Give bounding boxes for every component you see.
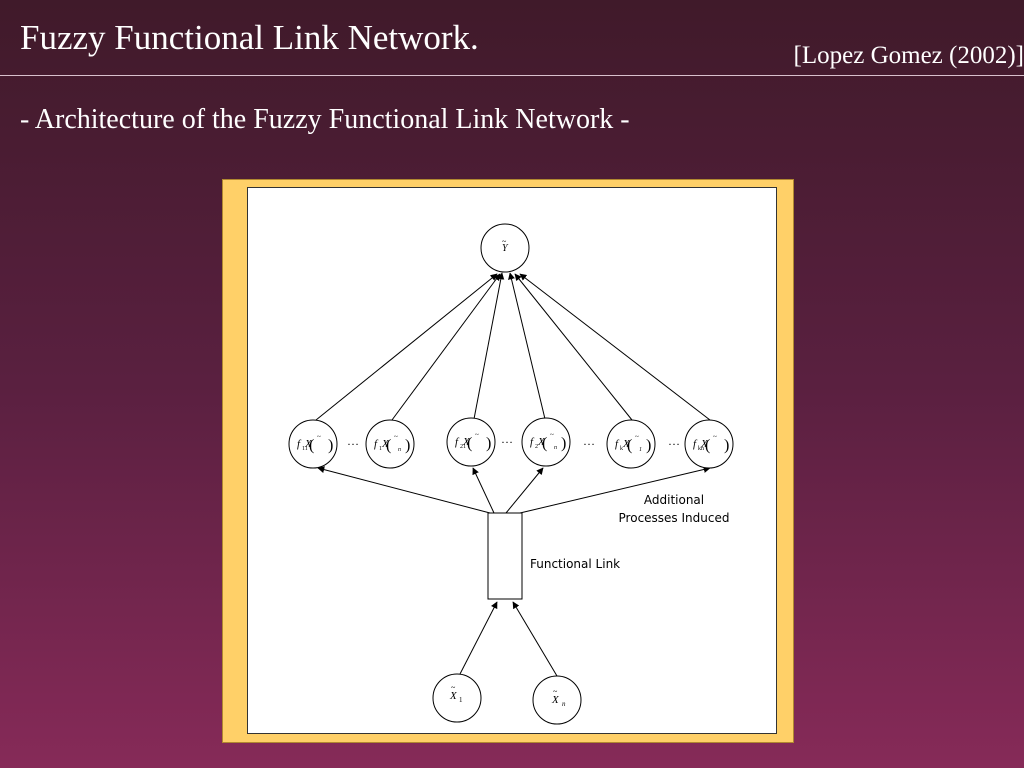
edge-link-h1 <box>317 466 491 514</box>
node-close-paren: ) <box>561 435 566 452</box>
edge-link-h4 <box>505 467 544 514</box>
hidden-ellipses: … … … … <box>347 432 680 448</box>
hidden-node-circle <box>365 419 415 469</box>
node-f-subscript: 2 <box>535 444 538 450</box>
node-f-symbol: f <box>615 438 620 450</box>
input-edges <box>459 601 558 677</box>
edge-x1-link <box>459 601 498 675</box>
output-node-symbol: Y <box>502 243 509 254</box>
node-open-paren: ( <box>467 435 472 452</box>
node-open-paren: ( <box>542 435 547 452</box>
node-f-subscript: 21 <box>460 444 466 450</box>
node-f-subscript: 1 <box>379 446 382 452</box>
ellipsis-3: … <box>583 434 595 448</box>
output-node-mark: ~ <box>502 237 507 246</box>
functional-link-label: Functional Link <box>530 557 620 571</box>
node-tilde: ~ <box>394 433 398 441</box>
node-f-symbol: f <box>530 436 535 448</box>
input-xn-symbol: X <box>551 694 560 706</box>
node-f-subscript: 11 <box>302 446 308 452</box>
node-x-subscript: n <box>398 447 401 453</box>
node-x-symbol: X <box>700 438 709 450</box>
node-x-subscript: 1 <box>639 447 642 453</box>
hidden-node-circle <box>521 417 571 467</box>
node-f-symbol: f <box>297 438 302 450</box>
node-tilde: ~ <box>550 431 554 439</box>
slide-title: Fuzzy Functional Link Network. <box>20 18 479 57</box>
svg-text:~: ~ <box>553 687 558 696</box>
input-node-x1: X ~ 1 <box>432 673 482 723</box>
output-node: Y ~ <box>480 223 530 273</box>
edge-h4-output <box>508 272 546 420</box>
node-f-symbol: f <box>455 436 460 448</box>
hidden-node-circle <box>288 419 338 469</box>
additional-label-line1: Additional <box>644 493 704 507</box>
node-x-symbol: X <box>622 438 631 450</box>
node-x-symbol: X <box>304 438 313 450</box>
functional-link-box <box>487 512 523 600</box>
additional-label-line2: Processes Induced <box>619 511 730 525</box>
slide-subtitle: - Architecture of the Fuzzy Functional L… <box>20 104 630 135</box>
edge-xn-link <box>512 601 558 677</box>
input-xn-sub: n <box>562 700 566 708</box>
node-f-symbol: f <box>374 438 379 450</box>
edge-h5-output <box>514 273 633 421</box>
node-f-symbol: f <box>693 438 698 450</box>
input-node-xn: X ~ n <box>532 675 582 725</box>
hidden-node-circle <box>684 419 734 469</box>
ellipsis-2: … <box>501 432 513 446</box>
edge-link-h3 <box>472 467 495 514</box>
node-x-symbol: X <box>462 436 471 448</box>
node-tilde: ~ <box>475 431 479 439</box>
input-x1-symbol: X <box>449 690 458 702</box>
hidden-node-circle <box>606 419 656 469</box>
edge-h2-output <box>391 273 501 421</box>
input-x1-sub: 1 <box>459 696 463 704</box>
output-edges <box>315 272 711 421</box>
svg-text:~: ~ <box>451 683 456 692</box>
title-divider <box>0 75 1024 76</box>
ellipsis-1: … <box>347 434 359 448</box>
node-f-subscript: k <box>620 446 623 452</box>
node-open-paren: ( <box>309 437 314 454</box>
node-close-paren: ) <box>405 437 410 454</box>
node-close-paren: ) <box>486 435 491 452</box>
node-x-subscript: n <box>554 445 557 451</box>
node-tilde: ~ <box>635 433 639 441</box>
hidden-node-circle <box>446 417 496 467</box>
node-x-symbol: X <box>537 436 546 448</box>
edge-h3-output <box>473 272 505 420</box>
node-tilde: ~ <box>317 433 321 441</box>
node-open-paren: ( <box>386 437 391 454</box>
node-open-paren: ( <box>705 437 710 454</box>
edge-link-h6 <box>519 466 711 514</box>
edge-h1-output <box>315 273 498 421</box>
slide-citation: [Lopez Gomez (2002)] <box>793 42 1024 69</box>
node-x-symbol: X <box>381 438 390 450</box>
hidden-edges <box>317 466 711 514</box>
node-tilde: ~ <box>713 433 717 441</box>
node-f-subscript: kn <box>698 446 704 452</box>
node-close-paren: ) <box>724 437 729 454</box>
node-close-paren: ) <box>328 437 333 454</box>
ellipsis-4: … <box>668 434 680 448</box>
edge-h6-output <box>519 273 711 421</box>
node-close-paren: ) <box>646 437 651 454</box>
node-open-paren: ( <box>627 437 632 454</box>
